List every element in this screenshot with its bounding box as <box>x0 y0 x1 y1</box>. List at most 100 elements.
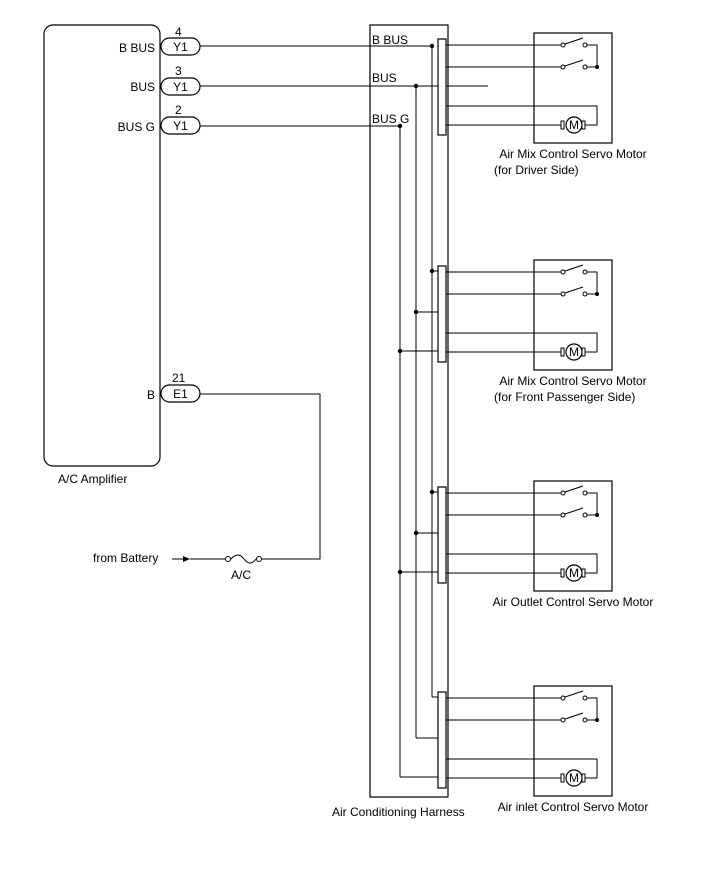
motor-sublabel: (for Front Passenger Side) <box>494 390 635 404</box>
motor-symbol-label: M <box>569 771 579 785</box>
switch-contact <box>560 490 566 496</box>
switch-common <box>587 44 598 68</box>
junction-dot <box>413 309 419 315</box>
servo-motor-2: M Air Mix Control Servo Motor (for Front P… <box>397 259 647 404</box>
motor-symbol-label: M <box>569 345 579 359</box>
wire-power-b <box>200 393 321 560</box>
svg-text:Y1: Y1 <box>173 80 188 94</box>
pin-number-2: 2 <box>175 103 182 117</box>
pin-label-b-bus: B BUS <box>119 41 155 55</box>
switch-contact <box>582 717 588 723</box>
motor-loop <box>562 105 598 126</box>
junction-dot <box>429 489 435 495</box>
switch-contact <box>560 512 566 518</box>
switch-contact <box>582 695 588 701</box>
junction-dot <box>595 513 599 517</box>
servo-motor-4: M Air inlet Control Servo Motor <box>400 685 649 814</box>
switch-contact <box>560 42 566 48</box>
servo-motor-1: M Air Mix Control Servo Motor (for Driver … <box>200 32 647 177</box>
switch-common <box>587 492 598 516</box>
switch-common <box>587 271 598 295</box>
svg-text:Y1: Y1 <box>173 119 188 133</box>
motor-box <box>533 480 613 592</box>
motor-connector <box>437 486 447 584</box>
motor-connector <box>437 38 447 136</box>
junction-dot <box>397 348 403 354</box>
motor-symbol-label: M <box>569 566 579 580</box>
motor-sublabel: (for Driver Side) <box>494 163 579 177</box>
motor-connector <box>437 691 447 789</box>
switch-contact <box>560 717 566 723</box>
motor-label: Air Mix Control Servo Motor <box>499 147 646 161</box>
motor-icon: M <box>560 116 586 134</box>
switch-blade <box>564 690 584 698</box>
connector-y1-pin3: Y1 <box>160 77 201 96</box>
motor-icon: M <box>560 769 586 787</box>
motor-connector <box>437 265 447 363</box>
svg-text:from Battery: from Battery <box>93 551 158 565</box>
switch-contact <box>560 64 566 70</box>
switch-contact <box>582 64 588 70</box>
svg-text:Y1: Y1 <box>173 40 188 54</box>
harness-box <box>369 24 449 798</box>
motor-box <box>533 685 613 797</box>
motor-label: Air Outlet Control Servo Motor <box>493 595 654 609</box>
connector-e1-pin21: E1 <box>160 384 201 403</box>
ac-amplifier-box <box>43 24 161 467</box>
junction-dot <box>429 268 435 274</box>
motor-box <box>533 259 613 371</box>
motor-loop <box>562 758 598 779</box>
junction-dot <box>595 292 599 296</box>
harness-label: Air Conditioning Harness <box>332 805 465 819</box>
bus-trunks <box>399 43 435 777</box>
motor-loop <box>562 332 598 353</box>
switch-blade <box>564 286 584 294</box>
motor-icon: M <box>560 343 586 361</box>
power-source: from Battery <box>93 551 225 565</box>
servo-motors: M Air Mix Control Servo Motor (for Driver … <box>200 32 654 814</box>
switch-contact <box>560 695 566 701</box>
ac-amplifier-label: A/C Amplifier <box>58 472 127 486</box>
switch-blade <box>564 485 584 493</box>
junction-dot <box>595 65 599 69</box>
switch-blade <box>564 264 584 272</box>
junction-dot <box>413 83 419 89</box>
pin-number-3: 3 <box>175 64 182 78</box>
harness-label-bus-g: BUS G <box>372 112 409 126</box>
switch-contact <box>560 291 566 297</box>
connector-y1-pin2: Y1 <box>160 116 201 135</box>
switch-blade <box>564 37 584 45</box>
junction-dot <box>413 530 419 536</box>
pin-label-bus-g: BUS G <box>118 120 155 134</box>
motor-box <box>533 32 613 144</box>
switch-contact <box>582 512 588 518</box>
junction-dot <box>397 569 403 575</box>
motor-label: Air inlet Control Servo Motor <box>498 800 649 814</box>
harness-label-bus: BUS <box>372 71 397 85</box>
connector-y1-pin4: Y1 <box>160 37 201 56</box>
motor-loop <box>562 553 598 574</box>
switch-contact <box>582 42 588 48</box>
fuse-symbol: A/C <box>225 554 262 582</box>
pin-label-bus: BUS <box>130 80 155 94</box>
switch-contact <box>582 490 588 496</box>
svg-text:A/C: A/C <box>231 568 251 582</box>
junction-dot <box>397 123 403 129</box>
junction-dot <box>595 718 599 722</box>
harness-label-b-bus: B BUS <box>372 33 408 47</box>
switch-blade <box>564 712 584 720</box>
junction-dot <box>429 43 435 49</box>
pin-number-21: 21 <box>172 371 186 385</box>
switch-common <box>587 697 598 721</box>
switch-blade <box>564 59 584 67</box>
switch-contact <box>560 269 566 275</box>
motor-symbol-label: M <box>569 118 579 132</box>
servo-motor-3: M Air Outlet Control Servo Motor <box>397 480 654 609</box>
motor-label: Air Mix Control Servo Motor <box>499 374 646 388</box>
switch-contact <box>582 269 588 275</box>
pin-label-b: B <box>147 388 155 402</box>
svg-text:E1: E1 <box>173 387 188 401</box>
pin-number-4: 4 <box>175 25 182 39</box>
switch-blade <box>564 507 584 515</box>
